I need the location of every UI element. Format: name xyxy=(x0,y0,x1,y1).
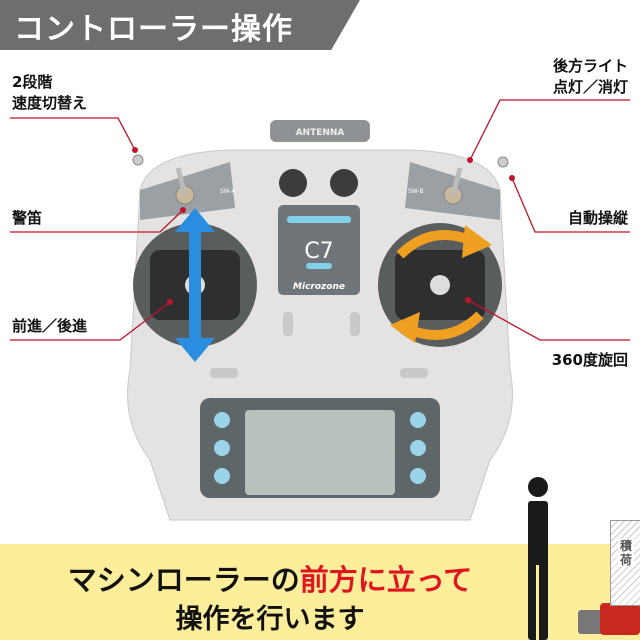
sw-a-label: SW-A xyxy=(220,188,237,195)
forward-back-arrow-icon xyxy=(175,208,215,362)
person-and-machine-icon xyxy=(528,477,640,640)
banner-line2: 操作を行います xyxy=(175,604,365,635)
label-forward-back: 前進／後進 xyxy=(12,317,88,335)
label-horn: 警笛 xyxy=(12,209,43,227)
sw-b-label: SW-B xyxy=(408,188,424,195)
label-speed-switch: 2段階速度切替え xyxy=(12,73,88,112)
cargo-box: 積荷 xyxy=(610,520,640,606)
banner-line1-red: 前方に立って xyxy=(299,563,473,597)
lcd-screen xyxy=(245,410,395,495)
knob-right xyxy=(330,169,358,197)
model-label: C7 xyxy=(304,239,333,264)
label-rotate: 360度旋回 xyxy=(551,351,628,369)
cargo-label: 積荷 xyxy=(618,539,634,567)
banner-line1-black: マシンローラーの xyxy=(67,563,300,597)
title-band xyxy=(0,0,360,50)
brand-label: Microzone xyxy=(293,282,345,292)
antenna-label: ANTENNA xyxy=(296,128,345,138)
rotate-arrow-icon xyxy=(396,230,484,340)
page-title: コントローラー操作 xyxy=(14,12,293,47)
label-autopilot: 自動操縦 xyxy=(567,209,628,227)
antenna-plate xyxy=(270,120,370,142)
model-panel xyxy=(278,205,360,295)
label-rear-light: 後方ライト点灯／消灯 xyxy=(552,57,628,96)
knob-left xyxy=(279,169,307,197)
